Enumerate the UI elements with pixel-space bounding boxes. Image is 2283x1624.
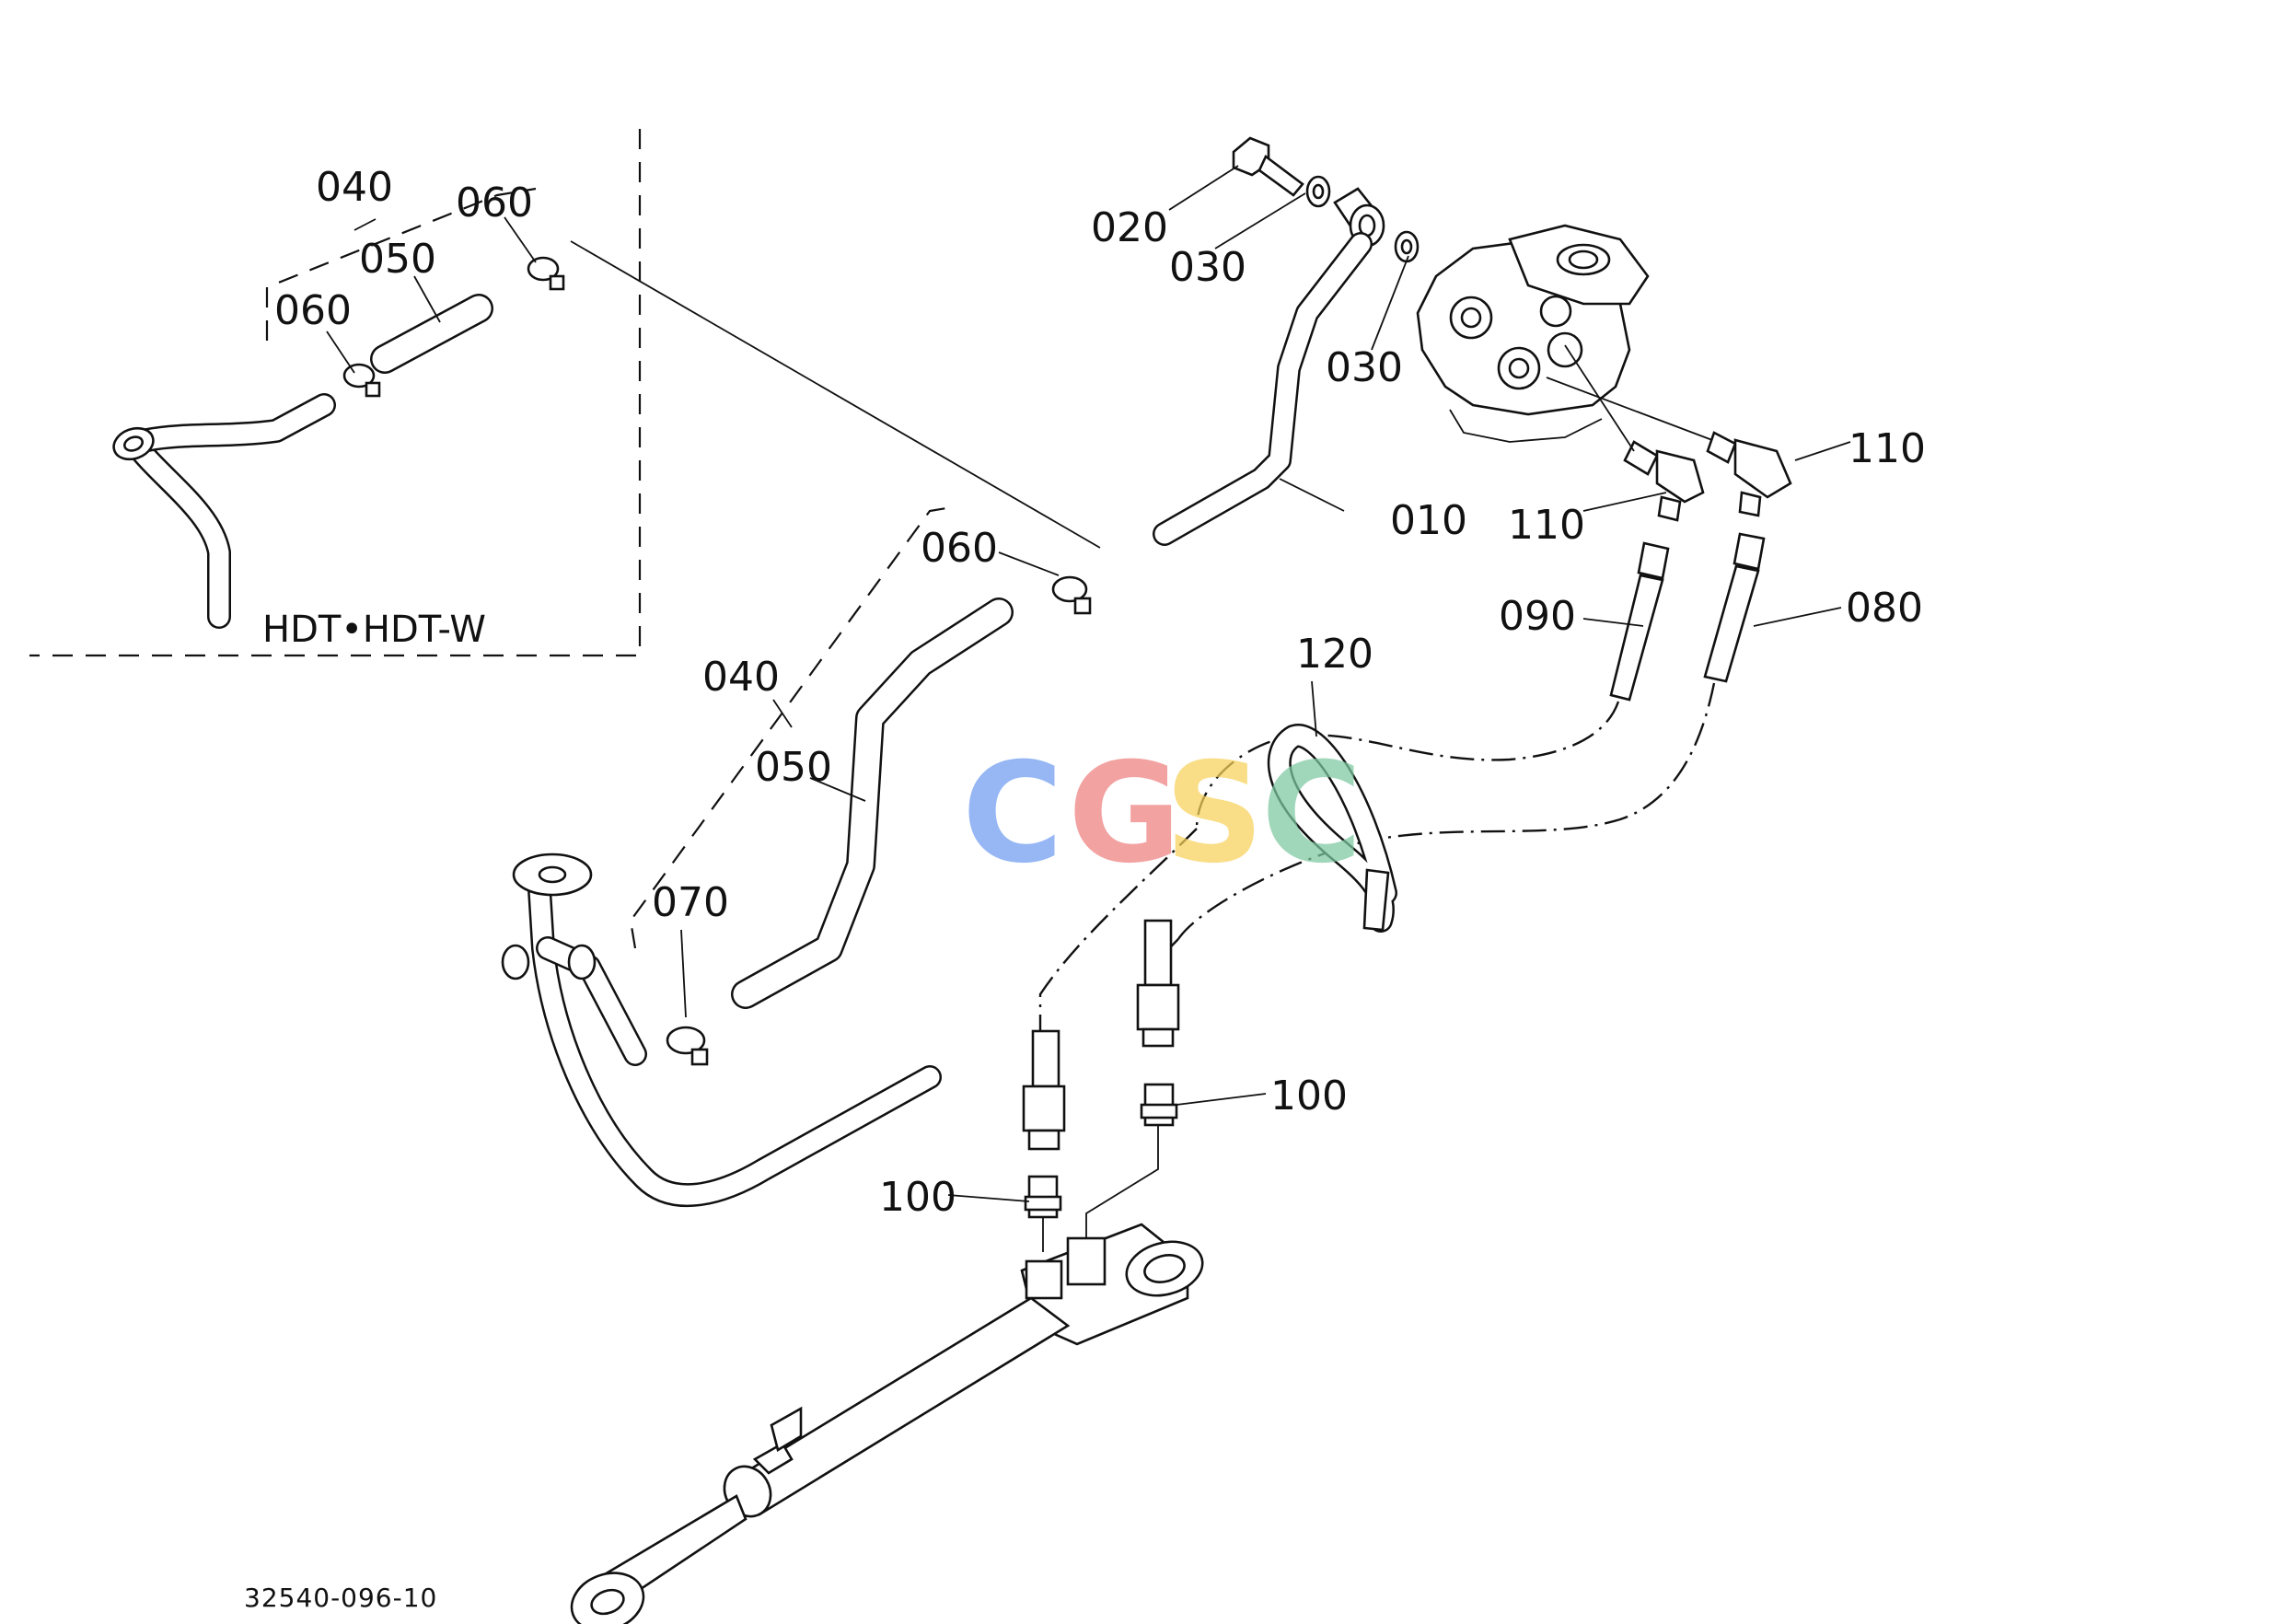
steering-valve — [1416, 224, 1650, 443]
hose-end-fitting-left — [1022, 1029, 1066, 1151]
main-pipe-assembly — [501, 505, 1092, 1208]
hydraulic-hose-090 — [1195, 541, 1670, 829]
callout-090: 090 — [1499, 593, 1576, 640]
kit-bracket-040 — [629, 505, 958, 949]
hose-end-fitting-right — [1136, 919, 1180, 1048]
steel-pipe — [527, 863, 942, 1208]
variant-note: HDT•HDT-W — [262, 609, 486, 651]
watermark-letter-1: C — [962, 734, 1063, 894]
callout-040: 040 — [702, 654, 780, 701]
callout-080: 080 — [1846, 585, 1923, 632]
callout-110-a: 110 — [1848, 425, 1926, 472]
banjo-bolt-020 — [1232, 136, 1304, 197]
callout-100-b: 100 — [879, 1174, 956, 1221]
callout-110-b: 110 — [1508, 502, 1585, 549]
callout-060-inset-b: 060 — [274, 287, 352, 334]
inset-kit-bracket — [265, 187, 537, 341]
drawing-number: 32540-096-10 — [244, 1583, 437, 1613]
callout-060: 060 — [921, 525, 998, 572]
hydraulic-hose-080 — [1177, 532, 1766, 940]
callout-020: 020 — [1091, 204, 1168, 251]
inset-variant-box — [29, 129, 642, 657]
clamp-070 — [666, 1026, 706, 1055]
elbow-fitting-110-b — [1706, 431, 1792, 517]
adaptor-fitting-100-a — [1140, 1083, 1178, 1127]
callout-070: 070 — [652, 879, 729, 926]
watermark-letter-2: G — [1068, 734, 1181, 894]
elbow-fitting-110-a — [1623, 440, 1705, 522]
callout-050: 050 — [755, 744, 832, 791]
clamp-060 — [1051, 575, 1088, 603]
steering-cylinder — [570, 1223, 1204, 1624]
callout-050-inset: 050 — [359, 236, 436, 283]
callout-010: 010 — [1390, 497, 1467, 544]
hose-line-a — [1038, 828, 1198, 1031]
callout-040-inset: 040 — [316, 164, 393, 211]
watermark-letter-4: C — [1261, 734, 1362, 894]
callout-100-a: 100 — [1270, 1073, 1348, 1119]
watermark-logo: C G S C — [962, 734, 1362, 894]
pipe-clamp-120 — [1267, 724, 1397, 933]
callout-030-b: 030 — [1326, 344, 1403, 391]
leader-lines — [680, 165, 1851, 1202]
watermark-letter-3: S — [1165, 734, 1264, 894]
callout-060-inset-a: 060 — [456, 180, 533, 226]
callout-030-a: 030 — [1169, 244, 1246, 291]
callout-120: 120 — [1296, 631, 1373, 678]
inset-clamp-060-b — [527, 256, 560, 282]
adaptor-fitting-100-b — [1024, 1175, 1062, 1219]
inset-to-clamp-leader — [570, 240, 1101, 549]
